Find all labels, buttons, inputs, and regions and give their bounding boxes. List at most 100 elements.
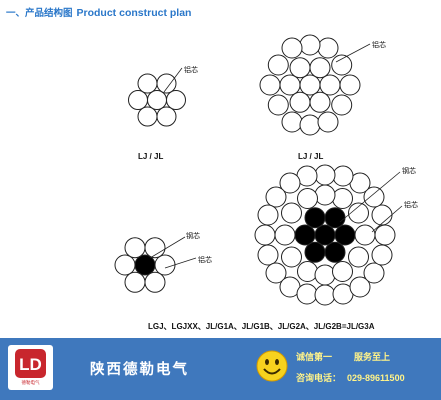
slogan: 诚信第一 服务至上 bbox=[296, 350, 390, 363]
aluminum-strand bbox=[166, 90, 186, 110]
label-aluminum-core-1: 铝芯 bbox=[184, 66, 198, 74]
aluminum-strand bbox=[279, 74, 301, 96]
cable-lgj-large bbox=[254, 164, 396, 306]
aluminum-strand bbox=[348, 246, 369, 268]
aluminum-strand bbox=[332, 165, 354, 187]
aluminum-strand bbox=[137, 106, 158, 127]
aluminum-strand bbox=[297, 261, 318, 282]
steel-strand bbox=[304, 207, 326, 229]
footer-banner: LD 德勒电气 陕西德勒电气 诚信第一 服务至上 咨询电话： 029-8961150… bbox=[0, 338, 441, 400]
aluminum-strand bbox=[363, 186, 385, 208]
aluminum-strand bbox=[281, 111, 303, 133]
aluminum-strand bbox=[257, 204, 279, 226]
aluminum-strand bbox=[348, 202, 369, 224]
aluminum-strand bbox=[299, 114, 321, 136]
leader-line bbox=[335, 43, 371, 63]
aluminum-strand bbox=[339, 74, 361, 96]
cable-lgj-small bbox=[114, 237, 176, 293]
aluminum-strand bbox=[289, 57, 311, 79]
aluminum-strand bbox=[254, 224, 276, 246]
label-steel-core-2: 钢芯 bbox=[402, 167, 416, 175]
aluminum-strand bbox=[349, 276, 371, 298]
aluminum-strand bbox=[297, 188, 318, 209]
aluminum-strand bbox=[296, 283, 318, 305]
slogan-2: 服务至上 bbox=[354, 353, 391, 363]
leader-line bbox=[164, 257, 197, 269]
aluminum-strand bbox=[156, 106, 177, 127]
aluminum-strand bbox=[299, 34, 321, 56]
aluminum-strand bbox=[371, 204, 393, 226]
aluminum-strand bbox=[124, 271, 146, 293]
aluminum-strand bbox=[331, 54, 353, 76]
steel-strand bbox=[294, 224, 316, 246]
steel-strand bbox=[314, 224, 336, 246]
aluminum-strand bbox=[331, 94, 353, 116]
logo-mark-icon: LD bbox=[15, 349, 46, 378]
aluminum-strand bbox=[257, 244, 279, 266]
caption-lgj: LGJ、LGJXX、JL/G1A、JL/G1B、JL/G2A、JL/G2B=JL… bbox=[148, 322, 375, 331]
aluminum-strand bbox=[281, 202, 302, 224]
aluminum-strand bbox=[114, 254, 136, 276]
aluminum-strand bbox=[279, 172, 301, 194]
aluminum-strand bbox=[281, 37, 303, 59]
aluminum-strand bbox=[265, 186, 287, 208]
section-title-en: Product construct plan bbox=[76, 7, 192, 19]
aluminum-strand bbox=[259, 74, 281, 96]
aluminum-strand bbox=[374, 224, 396, 246]
phone-info: 咨询电话： 029-89611500 bbox=[296, 371, 405, 384]
aluminum-strand bbox=[314, 264, 336, 286]
caption-lj-large: LJ / JL bbox=[298, 152, 324, 161]
steel-strand bbox=[134, 254, 156, 276]
aluminum-strand bbox=[354, 224, 376, 246]
aluminum-strand bbox=[267, 54, 289, 76]
aluminum-strand bbox=[363, 262, 385, 284]
smiley-face-icon bbox=[256, 350, 288, 382]
aluminum-strand bbox=[128, 90, 148, 110]
aluminum-strand bbox=[267, 94, 289, 116]
aluminum-strand bbox=[281, 246, 302, 268]
leader-line bbox=[149, 236, 186, 259]
aluminum-strand bbox=[319, 74, 341, 96]
logo-text: LD bbox=[19, 355, 42, 374]
aluminum-strand bbox=[289, 91, 311, 113]
aluminum-strand bbox=[299, 74, 321, 96]
aluminum-strand bbox=[144, 271, 166, 293]
aluminum-strand bbox=[309, 57, 331, 79]
aluminum-strand bbox=[147, 90, 167, 110]
aluminum-strand bbox=[274, 224, 296, 246]
aluminum-strand bbox=[265, 262, 287, 284]
steel-strand bbox=[324, 207, 346, 229]
steel-strand bbox=[324, 241, 346, 263]
conductor-diagrams bbox=[114, 34, 403, 306]
aluminum-strand bbox=[137, 73, 158, 94]
aluminum-strand bbox=[371, 244, 393, 266]
aluminum-strand bbox=[314, 184, 336, 206]
aluminum-strand bbox=[332, 188, 353, 209]
aluminum-strand bbox=[309, 91, 331, 113]
section-title-cn: 一、产品结构图 bbox=[6, 8, 73, 19]
steel-strand bbox=[334, 224, 356, 246]
aluminum-strand bbox=[317, 111, 339, 133]
leader-line bbox=[371, 205, 403, 233]
caption-lj-small: LJ / JL bbox=[138, 152, 164, 161]
logo-subtext: 德勒电气 bbox=[21, 381, 40, 386]
aluminum-strand bbox=[317, 37, 339, 59]
company-name: 陕西德勒电气 bbox=[90, 362, 189, 378]
phone-number: 029-89611500 bbox=[347, 373, 405, 383]
aluminum-strand bbox=[332, 261, 353, 282]
aluminum-strand bbox=[156, 73, 177, 94]
aluminum-strand bbox=[154, 254, 176, 276]
cable-lj-small bbox=[128, 73, 186, 127]
aluminum-strand bbox=[314, 284, 336, 306]
leader-line bbox=[163, 67, 183, 93]
label-aluminum-core-4: 铝芯 bbox=[404, 201, 418, 209]
aluminum-strand bbox=[314, 164, 336, 186]
label-aluminum-core-3: 铝芯 bbox=[198, 256, 212, 264]
leader-line bbox=[339, 171, 401, 223]
steel-strand bbox=[304, 241, 326, 263]
phone-label: 咨询电话： bbox=[296, 374, 342, 384]
label-aluminum-core-2: 铝芯 bbox=[372, 41, 386, 49]
slogan-1: 诚信第一 bbox=[296, 353, 333, 363]
label-steel-core-1: 钢芯 bbox=[186, 232, 200, 240]
